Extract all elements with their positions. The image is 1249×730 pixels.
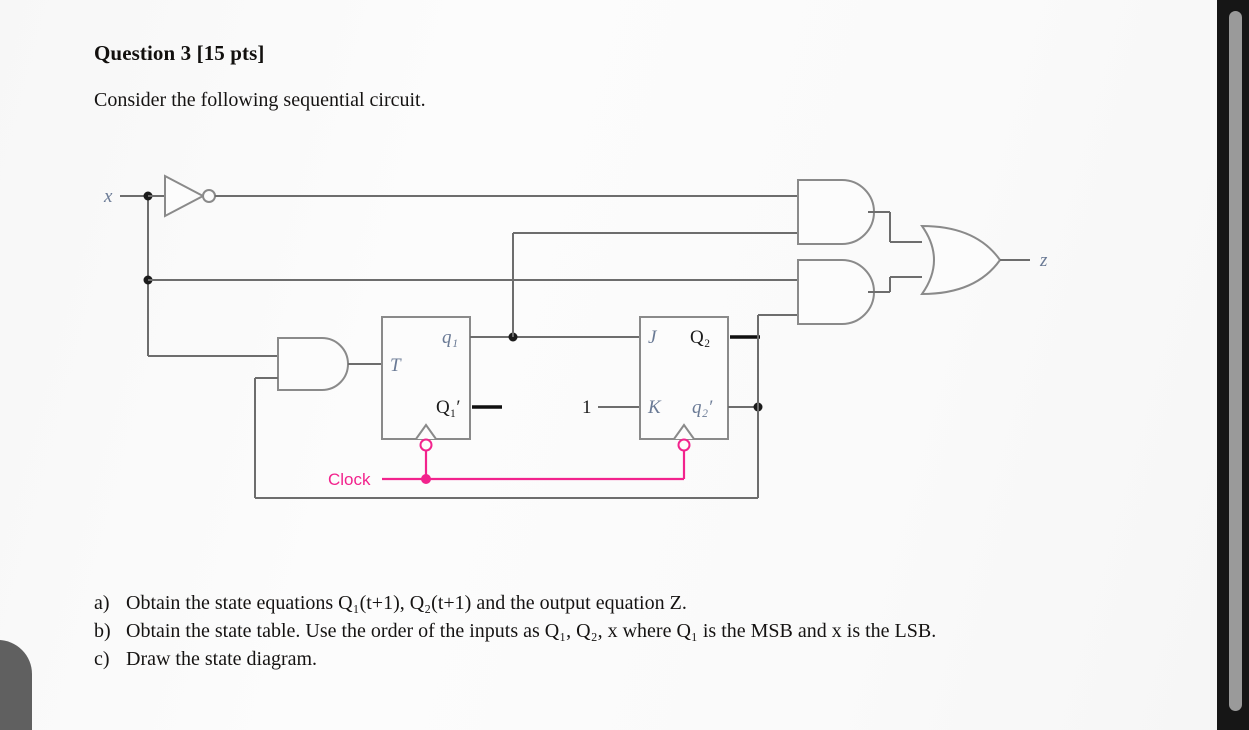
task-marker-b: b) [94, 620, 111, 642]
or-gate-z: z [920, 224, 1048, 296]
constant-one-net: 1 [582, 397, 640, 418]
task-text-b: Obtain the state table. Use the order of… [126, 620, 937, 642]
label-input-x: x [103, 186, 113, 207]
inverter-bubble [202, 189, 216, 203]
task-text-c: Draw the state diagram. [126, 648, 318, 670]
label-ff2-q: Q₂ [690, 327, 710, 348]
label-ff1-qbar: Q₁′ [436, 397, 461, 418]
input-x-net: x [103, 186, 798, 357]
and-gate-top-body [797, 179, 875, 245]
task-item-b: b) Obtain the state table. Use the order … [94, 617, 1154, 645]
flipflop-jk: J K Q₂ q₂′ [255, 314, 798, 499]
inverter-x [148, 174, 798, 218]
clock-net: Clock [328, 450, 686, 489]
label-ff2-qbar: q₂′ [692, 397, 713, 418]
label-constant-one: 1 [582, 397, 592, 418]
flipflop-t-clock-bubble [419, 438, 433, 452]
flipflop-t-clock-triangle [415, 423, 437, 440]
document-page: Question 3 [15 pts] Consider the followi… [0, 0, 1217, 730]
flipflop-jk-clock-triangle [673, 423, 695, 440]
sequential-circuit-diagram: .w { stroke:#6d6d6d; stroke-width:2; fil… [90, 160, 1080, 535]
label-ff2-j: J [648, 327, 658, 348]
flipflop-t-body [381, 316, 471, 440]
label-output-z: z [1039, 250, 1048, 271]
vertical-scrollbar-track[interactable] [1217, 0, 1249, 730]
task-marker-c: c) [94, 648, 110, 670]
task-text-a: Obtain the state equations Q₁(t+1), Q₂(t… [126, 592, 687, 614]
task-item-a: a) Obtain the state equations Q₁(t+1), Q₂… [94, 589, 1154, 617]
task-item-c: c) Draw the state diagram. [94, 645, 1154, 673]
inverter-triangle [164, 174, 206, 218]
and-gate-bottom-body [797, 259, 875, 325]
label-ff2-k: K [647, 397, 662, 418]
page-title: Question 3 [15 pts] [94, 41, 265, 65]
task-list: a) Obtain the state equations Q₁(t+1), Q₂… [94, 589, 1154, 673]
label-ff1-q: q₁ [442, 327, 458, 348]
corner-overlay-widget [0, 640, 32, 730]
label-ff1-t: T [390, 355, 402, 376]
and-gate-top [797, 179, 922, 245]
label-clock: Clock [328, 470, 371, 489]
flipflop-t: T q₁ Q₁′ [381, 232, 798, 452]
vertical-scrollbar-thumb[interactable] [1229, 11, 1242, 711]
and-gate-t [254, 337, 382, 498]
flipflop-jk-clock-bubble [677, 438, 691, 452]
task-marker-a: a) [94, 592, 110, 614]
or-gate-body [920, 224, 1002, 296]
and-gate-bottom [797, 259, 922, 325]
and-gate-t-body [277, 337, 349, 391]
question-intro: Consider the following sequential circui… [94, 89, 426, 111]
